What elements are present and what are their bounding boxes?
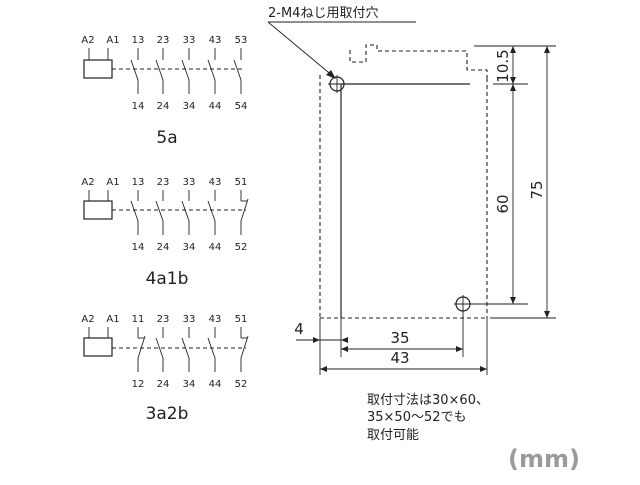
- contact-a: [233, 48, 242, 94]
- terminal-label: A2: [81, 314, 94, 325]
- unit-label: (mm): [508, 445, 580, 473]
- note-line: 35×50〜52でも: [367, 410, 467, 425]
- terminal-label: 24: [157, 379, 170, 390]
- coil-symbol: [83, 200, 113, 220]
- terminal-label: 43: [209, 177, 222, 188]
- contact-a: [155, 48, 164, 94]
- dim-width: 43: [390, 349, 409, 367]
- coil-symbol: [83, 59, 113, 79]
- callout-leader: [267, 21, 335, 78]
- device-top-outline: [349, 44, 488, 78]
- circuit-caption: 4a1b: [146, 269, 189, 289]
- contact-a: [181, 48, 190, 94]
- terminal-label: 44: [209, 101, 222, 112]
- terminal-label: 43: [209, 35, 222, 46]
- dim-hole-pitch-h: 35: [390, 329, 409, 347]
- dim-offset: 4: [294, 320, 304, 338]
- circuit-caption: 3a2b: [146, 404, 189, 424]
- note-line: 取付寸法は30×60、: [367, 393, 489, 408]
- terminal-label: 23: [157, 177, 170, 188]
- contact-a: [130, 48, 139, 94]
- terminal-label: 44: [209, 379, 222, 390]
- terminal-label: A2: [81, 177, 94, 188]
- terminal-label: 24: [157, 242, 170, 253]
- terminal-label: 14: [132, 242, 145, 253]
- terminal-label: A2: [81, 35, 94, 46]
- terminal-label: 51: [235, 314, 248, 325]
- circuit-5a: A2 A1 13 23 33 43 53 14 24 34 44 54 5a: [81, 35, 247, 148]
- contact-b: [137, 327, 146, 372]
- note-line: 取付可能: [367, 428, 419, 443]
- terminal-label: 14: [132, 101, 145, 112]
- callout-label: 2-M4ねじ用取付穴: [268, 6, 378, 21]
- terminal-label: 43: [209, 314, 222, 325]
- contact-a: [155, 190, 164, 235]
- terminal-label: 52: [235, 379, 248, 390]
- terminal-label: A1: [106, 35, 119, 46]
- dim-height: 75: [528, 180, 546, 199]
- terminal-label: 23: [157, 35, 170, 46]
- terminal-label: 34: [183, 242, 196, 253]
- terminal-label: 33: [183, 314, 196, 325]
- dim-hole-pitch-v: 60: [494, 194, 512, 213]
- terminal-label: 34: [183, 101, 196, 112]
- contact-a: [181, 190, 190, 235]
- circuit-3a2b: A2 A1 11 23 33 43 51 12 24 34 44 52 3a2b: [81, 314, 249, 424]
- mounting-drawing: 2-M4ねじ用取付穴 10.5 60 75: [267, 6, 580, 473]
- terminal-label: 33: [183, 177, 196, 188]
- dim-top-margin: 10.5: [494, 49, 512, 82]
- terminal-label: A1: [106, 314, 119, 325]
- terminal-label: A1: [106, 177, 119, 188]
- terminal-label: 54: [235, 101, 248, 112]
- contact-b: [240, 327, 249, 372]
- coil-symbol: [83, 337, 113, 357]
- contact-a: [207, 48, 216, 94]
- terminal-label: 13: [132, 177, 145, 188]
- circuit-caption: 5a: [156, 128, 177, 148]
- terminal-label: 33: [183, 35, 196, 46]
- terminal-label: 53: [235, 35, 248, 46]
- callout-arrowhead: [326, 70, 336, 79]
- contact-a: [155, 327, 164, 372]
- terminal-label: 11: [132, 314, 145, 325]
- contact-a: [181, 327, 190, 372]
- terminal-label: 51: [235, 177, 248, 188]
- terminal-label: 44: [209, 242, 222, 253]
- circuit-4a1b: A2 A1 13 23 33 43 51 14 24 34 44 52 4a1b: [81, 177, 249, 289]
- contact-a: [207, 190, 216, 235]
- terminal-label: 12: [132, 379, 145, 390]
- terminal-label: 24: [157, 101, 170, 112]
- terminal-label: 34: [183, 379, 196, 390]
- terminal-label: 13: [132, 35, 145, 46]
- contact-a: [130, 190, 139, 235]
- terminal-label: 52: [235, 242, 248, 253]
- contact-b: [240, 190, 249, 235]
- terminal-label: 23: [157, 314, 170, 325]
- contact-a: [207, 327, 216, 372]
